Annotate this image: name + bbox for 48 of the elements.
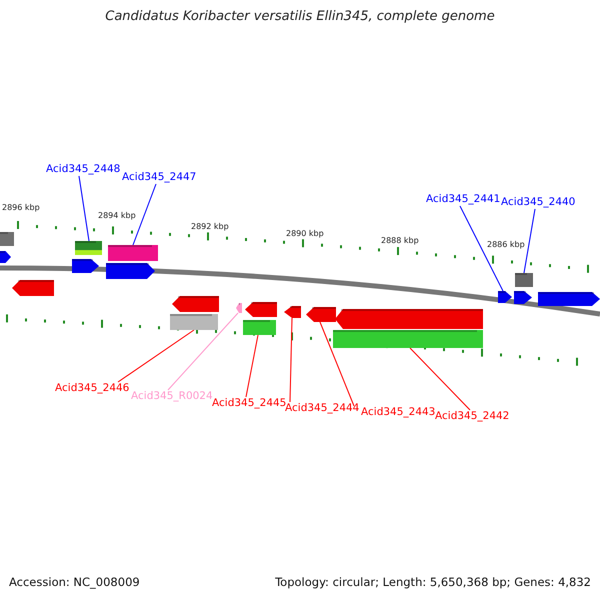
leader-line <box>460 206 504 292</box>
leader-line <box>524 208 536 274</box>
genome-summary-text: Topology: circular; Length: 5,650,368 bp; Genes: 4,832 <box>275 575 591 589</box>
scale-label: 2892 kbp <box>191 222 229 231</box>
gene-label: Acid345_2447 <box>122 171 196 184</box>
scale-label: 2894 kbp <box>98 211 136 220</box>
leader-line <box>168 312 238 390</box>
accession-text: Accession: NC_008009 <box>9 575 140 589</box>
gene-label: Acid345_2443 <box>361 406 436 419</box>
gene-block <box>172 296 219 312</box>
gene-bar <box>170 314 218 330</box>
leader-line <box>246 334 258 398</box>
gene-block <box>106 263 155 279</box>
gene-block <box>514 291 532 304</box>
gene-label: Acid345_2445 <box>212 397 286 410</box>
gene-label: Acid345_2441 <box>426 193 500 206</box>
scale-label: 2896 kbp <box>2 203 40 212</box>
leader-line <box>410 348 470 410</box>
gene-block <box>236 303 242 313</box>
gene-label: Acid345_2440 <box>501 196 576 209</box>
scale-label: 2890 kbp <box>286 229 324 238</box>
leader-line <box>118 330 194 382</box>
gene-bar <box>108 245 158 261</box>
gene-label: Acid345_2446 <box>55 382 130 395</box>
leader-line <box>78 176 90 242</box>
gene-label: Acid345_2442 <box>435 410 510 423</box>
gene-block <box>245 302 277 317</box>
scale-label: 2886 kbp <box>487 240 525 249</box>
diagram-title: Candidatus Koribacter versatilis Ellin345, complete genome <box>104 9 496 25</box>
gene-bar <box>243 320 276 335</box>
gene-label: Acid345_2444 <box>285 402 360 415</box>
gene-label: Acid345_R0024 <box>131 390 213 403</box>
gene-block <box>0 251 11 263</box>
leader-line <box>132 184 156 246</box>
gene-bar <box>333 330 483 348</box>
gene-bar <box>75 241 102 255</box>
gene-block <box>306 307 336 322</box>
gene-block <box>72 259 99 273</box>
gene-bar <box>515 273 533 287</box>
gene-label: Acid345_2448 <box>46 163 120 176</box>
gene-block <box>284 306 301 318</box>
leader-line <box>290 318 292 402</box>
leader-line <box>320 322 354 406</box>
gene-bar <box>0 232 14 246</box>
scale-label: 2888 kbp <box>381 236 419 245</box>
gene-block <box>12 280 54 296</box>
gene-block <box>498 291 512 303</box>
gene-block <box>538 292 600 306</box>
